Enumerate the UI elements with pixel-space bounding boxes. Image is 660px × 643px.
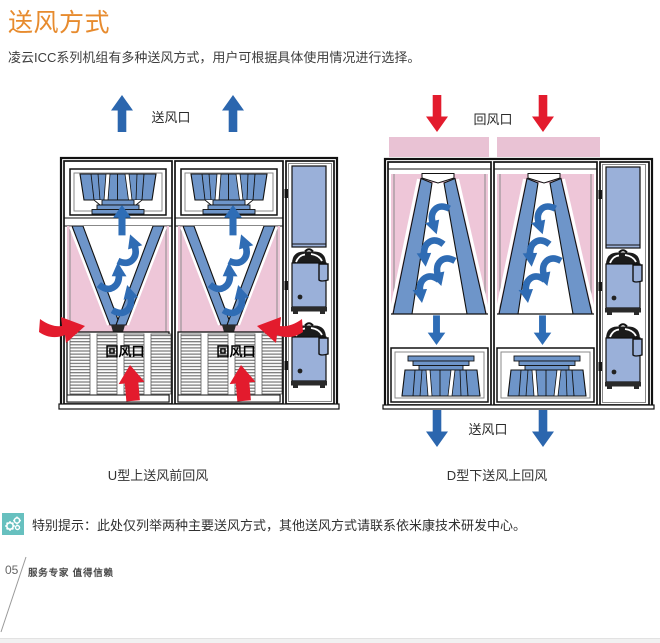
u-type-caption: U型上送风前回风: [107, 468, 209, 483]
d-supply-arrow-left: [426, 410, 448, 447]
d-service-section: [599, 165, 646, 403]
u-supply-arrow-left: [111, 95, 133, 132]
gears-icon: [2, 513, 24, 535]
d-supply-label: 送风口: [468, 422, 507, 437]
u-cabinet-base: [58, 403, 340, 410]
d-cabinet-base: [382, 404, 655, 410]
u-supply-label: 送风口: [151, 110, 190, 125]
u-type-diagram: 送风口 回风口 回风口: [39, 95, 340, 410]
page-number: 05: [5, 563, 19, 577]
d-type-caption: D型下送风上回风: [446, 468, 548, 483]
footer-tagline: 服务专家 值得信赖: [28, 568, 114, 579]
note-text: 特别提示：此处仅列举两种主要送风方式，其他送风方式请联系依米康技术研发中心。: [32, 517, 527, 533]
d-plenum-right: [497, 137, 600, 157]
bottom-bar: [0, 638, 660, 643]
d-type-diagram: 回风口 送风口: [382, 95, 655, 447]
intro-text: 凌云ICC系列机组有多种送风方式，用户可根据具体使用情况进行选择。: [8, 50, 421, 65]
u-supply-arrow-right: [222, 95, 244, 132]
d-section-1: [388, 162, 491, 405]
d-return-arrow-right: [532, 95, 554, 132]
u-return-label-2: 回风口: [216, 344, 255, 359]
note-row: 特别提示：此处仅列举两种主要送风方式，其他送风方式请联系依米康技术研发中心。: [2, 513, 526, 535]
page-title: 送风方式: [8, 9, 111, 37]
d-plenum-left: [389, 137, 489, 157]
d-return-label: 回风口: [473, 112, 512, 127]
u-return-label-1: 回风口: [105, 344, 144, 359]
d-return-arrow-left: [426, 95, 448, 132]
d-section-2: [494, 162, 597, 405]
u-return-swoosh-left: [39, 317, 85, 343]
u-return-swoosh-right: [257, 317, 303, 343]
u-section-1: [64, 161, 172, 404]
u-section-2: [175, 161, 283, 404]
u-service-section: [285, 164, 332, 402]
d-supply-arrow-right: [532, 410, 554, 447]
